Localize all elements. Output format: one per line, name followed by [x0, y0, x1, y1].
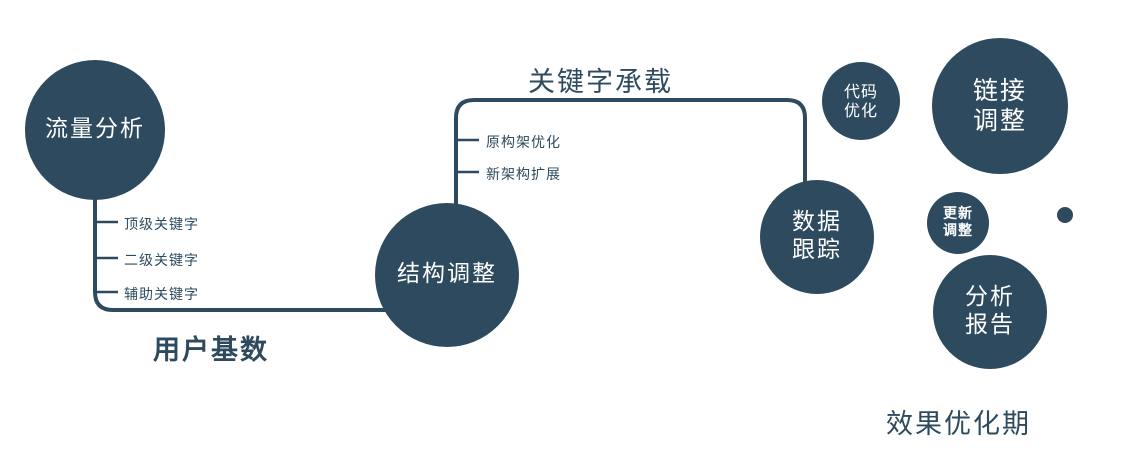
node-label-line1: 分析 [965, 284, 1015, 311]
node-label-line2: 调整 [943, 223, 973, 239]
caption-effect-optimization: 效果优化期 [886, 409, 1031, 440]
edge-label-user-base: 用户基数 [153, 335, 269, 366]
node-label-line2: 报告 [965, 312, 1015, 338]
node-label: 流量分析 [45, 116, 145, 143]
node-link-adjustment: 链接 调整 [932, 38, 1068, 174]
node-label-line2: 调整 [972, 106, 1027, 135]
node-label: 结构调整 [397, 261, 497, 288]
edge-structure-to-tracking [454, 98, 807, 215]
node-update-adjustment: 更新 调整 [927, 192, 989, 254]
edge-traffic-to-structure [93, 185, 432, 312]
edge-label-keyword-carrying: 关键字承载 [528, 67, 673, 98]
branch-original-architecture: 原构架优化 [486, 135, 561, 151]
node-label-line2: 优化 [843, 101, 878, 120]
branch-second-keywords: 二级关键字 [124, 253, 199, 269]
small-dot-marker [1057, 207, 1073, 223]
node-structure-adjust: 结构调整 [375, 203, 519, 347]
node-traffic-analysis: 流量分析 [25, 60, 165, 200]
branch-top-keywords: 顶级关键字 [124, 217, 199, 233]
node-label-line2: 跟踪 [792, 237, 842, 263]
branch-auxiliary-keywords: 辅助关键字 [124, 287, 199, 303]
node-label-line1: 链接 [972, 76, 1027, 105]
node-code-optimization: 代码 优化 [822, 62, 900, 140]
node-label-line1: 数据 [792, 209, 842, 236]
node-data-tracking: 数据 跟踪 [760, 180, 874, 294]
node-label-line1: 代码 [843, 81, 878, 101]
node-analysis-report: 分析 报告 [933, 255, 1047, 369]
node-label-line1: 更新 [943, 206, 973, 223]
branch-new-architecture: 新架构扩展 [486, 167, 561, 183]
